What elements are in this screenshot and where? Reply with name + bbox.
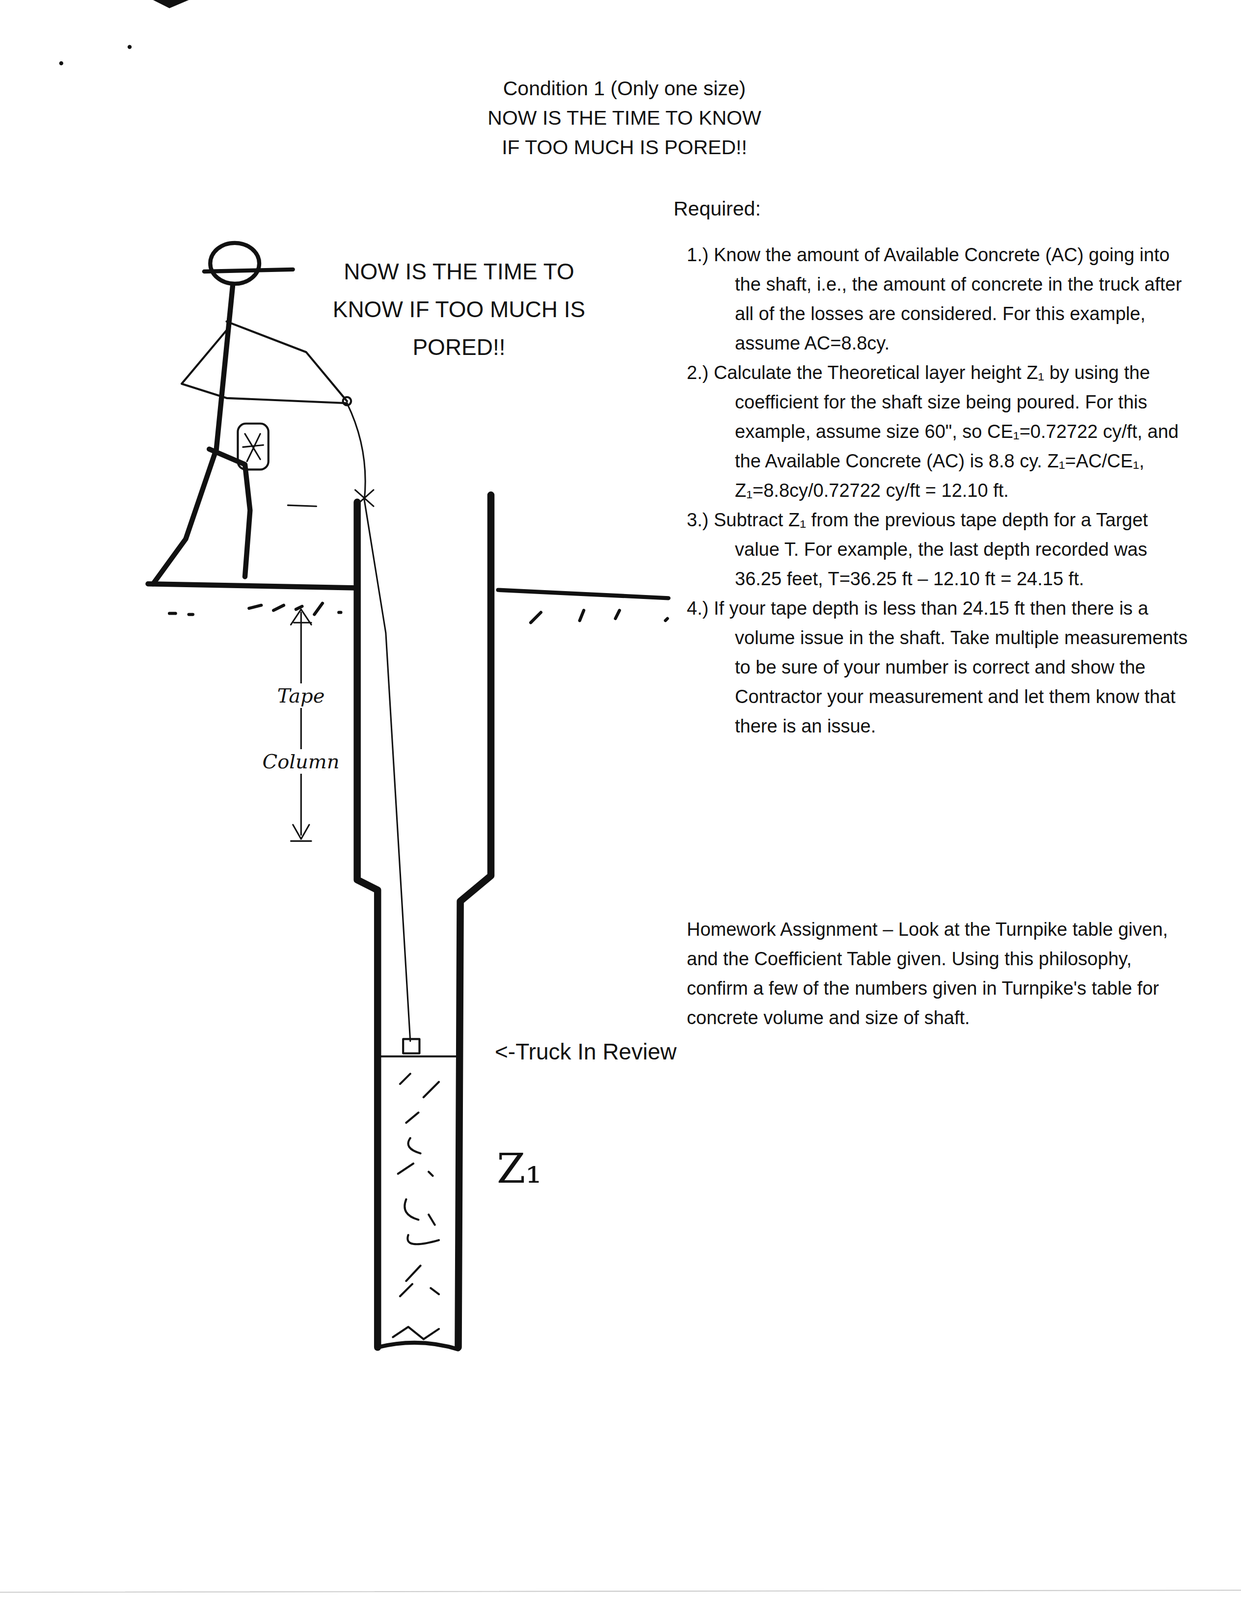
- illustration-stroke: [392, 1073, 439, 1340]
- illustration-stroke: [169, 603, 341, 615]
- illustration-stroke: [403, 1038, 420, 1053]
- layer-label: Z₁: [496, 1143, 542, 1193]
- dimension-label: Tape: [274, 683, 328, 708]
- dimension-label: Column: [259, 749, 343, 774]
- illustration-stroke: [458, 494, 491, 1348]
- illustration-stroke: [357, 502, 378, 1348]
- step-text: 2.) Calculate the Theoretical layer heig…: [686, 357, 1198, 506]
- step-text: 3.) Subtract Z₁ from the previous tape d…: [686, 505, 1198, 594]
- illustration-stroke: [216, 285, 233, 450]
- section-heading: Required:: [673, 193, 761, 224]
- illustration-stroke: [498, 590, 669, 599]
- illustration-stroke: [127, 44, 132, 49]
- illustration-stroke: [291, 609, 312, 625]
- illustration-stroke: [226, 321, 348, 402]
- illustration-stroke: [153, 0, 189, 9]
- illustration-stroke: [147, 583, 357, 588]
- illustration-stroke: [530, 610, 668, 623]
- illustration-stroke: [347, 403, 411, 1041]
- step-text: 4.) If your tape depth is less than 24.1…: [686, 593, 1198, 741]
- illustration-stroke: [153, 449, 217, 584]
- illustration-stroke: [354, 489, 374, 507]
- pointer-label: <-Truck In Review: [494, 1036, 677, 1067]
- page-title: Condition 1 (Only one size): [428, 73, 821, 104]
- illustration-stroke: [242, 433, 264, 462]
- illustration-stroke: [291, 824, 312, 841]
- illustration-stroke: [300, 612, 302, 835]
- illustration-stroke: [181, 326, 348, 404]
- headline-note: NOW IS THE TIME TO KNOW IF TOO MUCH IS P…: [477, 103, 772, 162]
- illustration-stroke: [287, 505, 317, 507]
- illustration-stroke: [204, 269, 294, 272]
- illustration-stroke: [0, 1590, 1241, 1592]
- illustration-stroke: [377, 1342, 459, 1350]
- illustration-stroke: [379, 1055, 457, 1058]
- illustration-stroke: [59, 61, 64, 66]
- illustration-stroke: [210, 242, 260, 284]
- homework-note: Homework Assignment – Look at the Turnpi…: [686, 914, 1198, 1033]
- illustration-stroke: [237, 423, 269, 470]
- step-text: 1.) Know the amount of Available Concret…: [686, 240, 1198, 358]
- warning-note: NOW IS THE TIME TO KNOW IF TOO MUCH IS P…: [326, 252, 592, 367]
